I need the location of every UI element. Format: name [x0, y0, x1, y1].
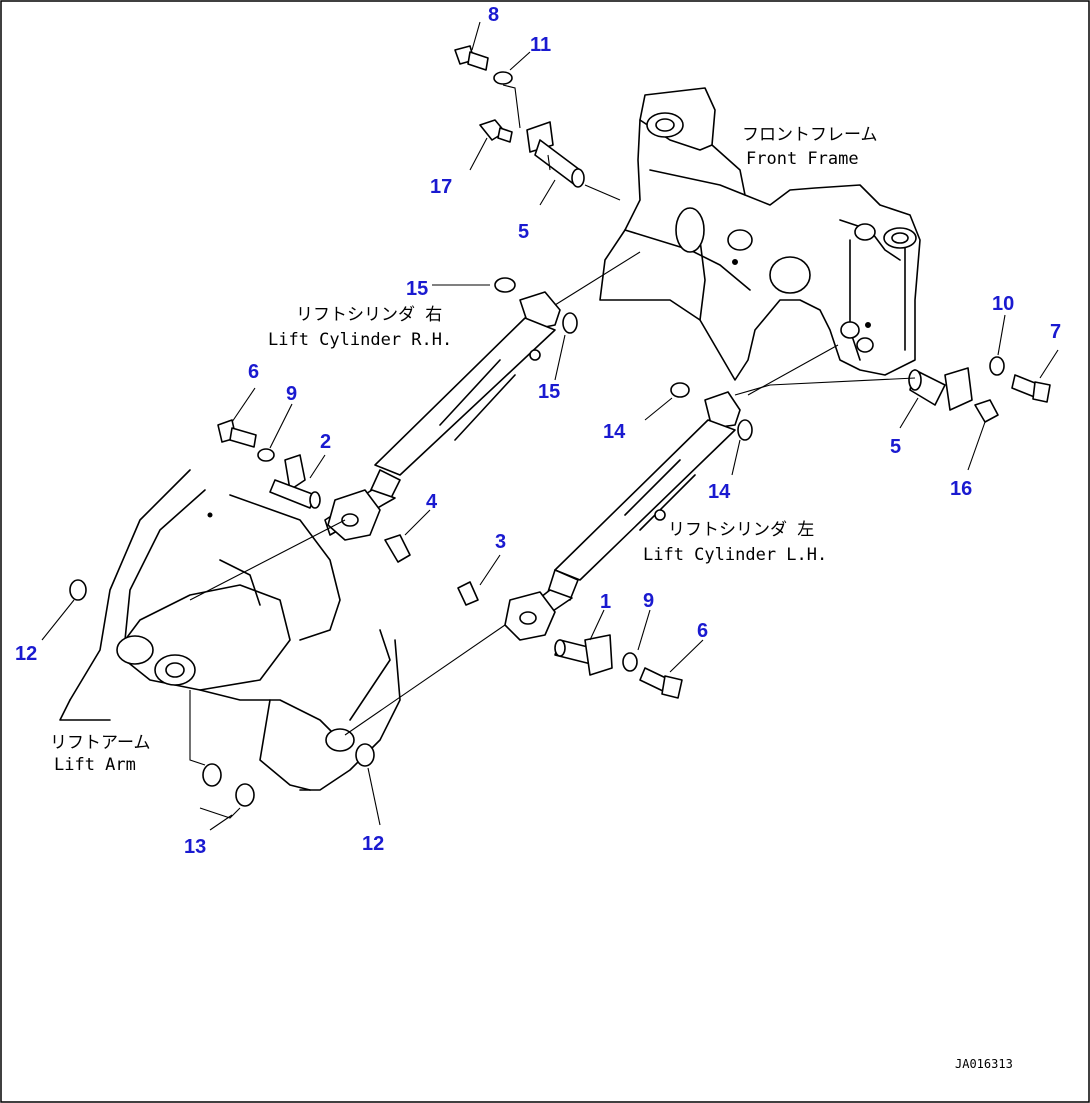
- front-frame: [599, 87, 921, 381]
- fitting-16: [974, 399, 999, 423]
- ring-12-left: [69, 579, 87, 601]
- callout-15: 15: [538, 381, 560, 403]
- bolt-6-upper: [217, 419, 257, 448]
- callout-10: 10: [992, 293, 1014, 315]
- ring-13-a: [202, 763, 222, 787]
- ring-15-side: [562, 312, 578, 334]
- pin-1: [554, 634, 613, 676]
- washer-10: [989, 356, 1005, 376]
- callout-12: 12: [362, 833, 384, 855]
- lift-arm: [59, 469, 401, 791]
- label-lift-cylinder-rh-jp: リフトシリンダ 右: [296, 305, 442, 325]
- callout-9: 9: [286, 383, 297, 405]
- bolt-7: [1011, 374, 1051, 403]
- label-lift-cylinder-lh-en: Lift Cylinder L.H.: [643, 545, 827, 565]
- callout-2: 2: [320, 431, 331, 453]
- callout-11: 11: [530, 34, 551, 56]
- callout-16: 16: [950, 478, 972, 500]
- pin-5-top: [526, 121, 585, 188]
- callout-13: 13: [184, 836, 206, 858]
- fitting-3: [457, 581, 479, 606]
- washer-9-upper: [257, 448, 275, 462]
- callout-3: 3: [495, 531, 506, 553]
- callout-5: 5: [518, 221, 529, 243]
- washer-9-lower: [622, 652, 638, 672]
- callout-14: 14: [708, 481, 731, 503]
- label-lift-arm-jp: リフトアーム: [50, 733, 150, 753]
- ring-14-top: [670, 382, 690, 398]
- label-lift-arm-en: Lift Arm: [54, 755, 136, 775]
- callout-7: 7: [1050, 321, 1061, 343]
- callout-1: 1: [600, 591, 611, 613]
- bolt-8: [454, 45, 489, 71]
- label-lift-cylinder-rh-en: Lift Cylinder R.H.: [268, 330, 452, 350]
- ring-14-side: [737, 419, 753, 441]
- label-front-frame-jp: フロントフレーム: [742, 125, 878, 145]
- callout-17: 17: [430, 176, 452, 198]
- callout-9: 9: [643, 590, 654, 612]
- ring-15-top: [494, 277, 516, 293]
- callout-6: 6: [697, 620, 708, 642]
- ring-13-b: [235, 783, 255, 807]
- pin-2: [269, 454, 321, 509]
- label-front-frame-en: Front Frame: [746, 149, 859, 169]
- lift-cylinder-rh: [324, 291, 561, 541]
- leader-lines: [41, 21, 1059, 831]
- fitting-4: [384, 534, 411, 563]
- callout-8: 8: [488, 4, 499, 26]
- pin-5-right: [908, 367, 973, 411]
- callout-4: 4: [426, 491, 438, 513]
- drawing-id: JA016313: [955, 1057, 1013, 1071]
- callout-6: 6: [248, 361, 259, 383]
- washer-11: [493, 71, 513, 85]
- label-lift-cylinder-lh-jp: リフトシリンダ 左: [668, 520, 814, 540]
- callout-5: 5: [890, 436, 901, 458]
- callout-15: 15: [406, 278, 428, 300]
- fitting-17: [479, 119, 513, 143]
- callouts: 8 11 17 5 15 15 10 7 6 9 2 4 14 14 5 16 …: [15, 4, 1061, 858]
- callout-12: 12: [15, 643, 37, 665]
- callout-14: 14: [603, 421, 626, 443]
- bolt-6-lower: [639, 667, 683, 699]
- ring-12-right: [355, 743, 375, 767]
- lift-cylinder-lh: [504, 391, 741, 641]
